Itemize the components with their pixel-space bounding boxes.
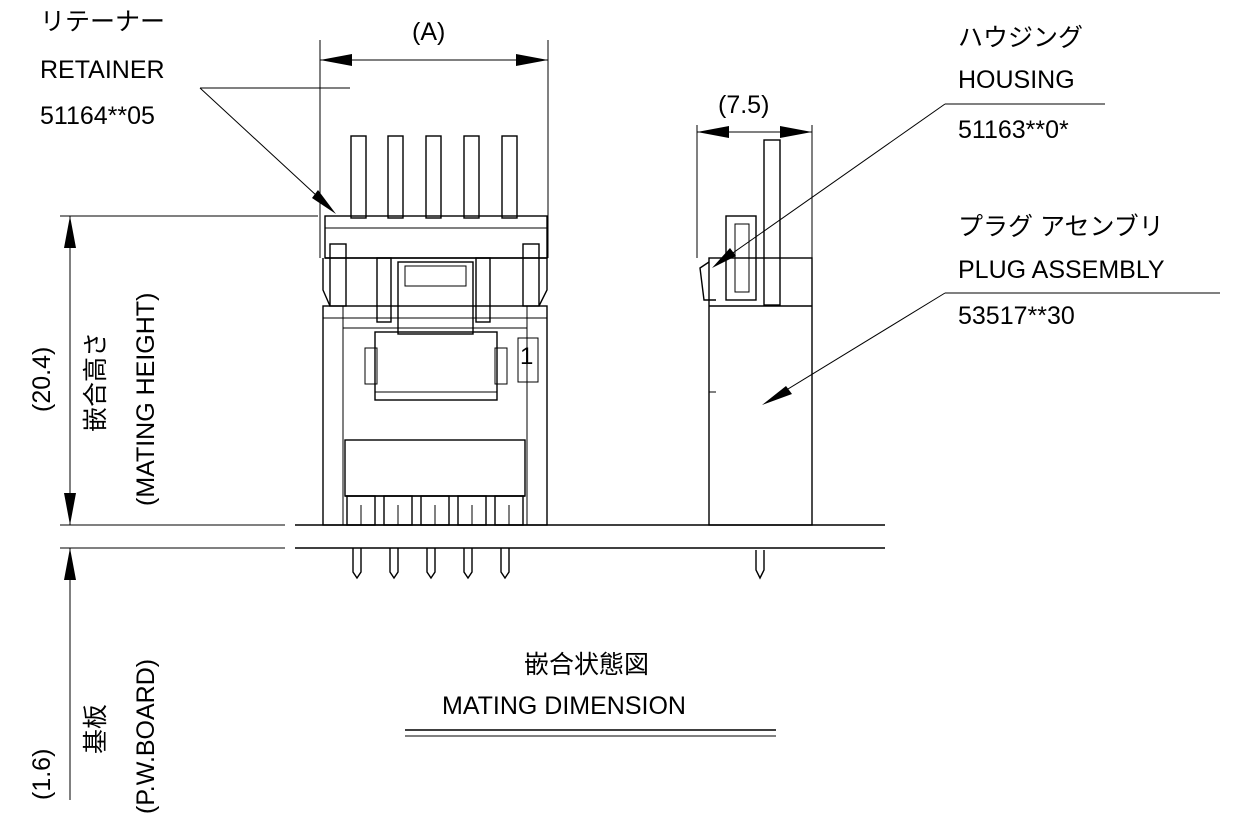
terminal-tails [346, 495, 524, 526]
housing-part-number: 51163**0* [958, 116, 1069, 144]
title-en-label: MATING DIMENSION [442, 692, 686, 720]
pin-one-box [517, 337, 539, 383]
retainer-leader [199, 87, 331, 209]
retainer-pins [350, 135, 518, 219]
plug-part-number: 53517**30 [958, 302, 1075, 330]
height-arrow-top [64, 216, 76, 248]
retainer-body [324, 215, 548, 259]
board-en-label: (P.W.BOARD) [132, 658, 160, 814]
plug-jp-label: プラグ アセンブリ [958, 213, 1164, 241]
latch-block [374, 331, 498, 401]
housing-leader-arrow [712, 248, 736, 268]
height-arrow-bottom [64, 493, 76, 525]
dimension-height-label: (20.4) [28, 346, 56, 412]
plug-en-label: PLUG ASSEMBLY [958, 256, 1165, 284]
a-arrow-right [516, 54, 548, 66]
housing-leader [719, 103, 946, 263]
dimension-a-label: (A) [412, 18, 446, 46]
housing-en-label: HOUSING [958, 66, 1075, 94]
dimension-width-label: (7.5) [718, 91, 770, 119]
side-housing-body [708, 257, 813, 526]
plug-leader-arrow [762, 386, 792, 405]
retainer-part-number: 51164**05 [40, 102, 155, 130]
retainer-en-label: RETAINER [40, 56, 165, 84]
w-arrow-right [780, 126, 812, 138]
dimension-board-label: (1.6) [28, 748, 56, 800]
pin-one-mark: 1 [520, 343, 534, 370]
a-arrow-left [320, 54, 352, 66]
mating-height-en-label: (MATING HEIGHT) [132, 292, 160, 506]
plug-leader [769, 292, 946, 401]
housing-jp-label: ハウジング [958, 24, 1084, 52]
title-jp-label: 嵌合状態図 [524, 651, 650, 679]
retainer-leader-arrow [312, 190, 336, 214]
board-jp-label: 基板 [82, 703, 110, 754]
w-arrow-left [697, 126, 729, 138]
side-pin [763, 139, 781, 306]
retainer-jp-label: リテーナー [40, 8, 166, 36]
housing-body-front [322, 305, 548, 526]
mating-height-jp-label: 嵌合高さ [82, 331, 110, 432]
plug-lower-body [344, 439, 526, 497]
board-pins [352, 548, 510, 580]
board-arrow [64, 548, 76, 580]
